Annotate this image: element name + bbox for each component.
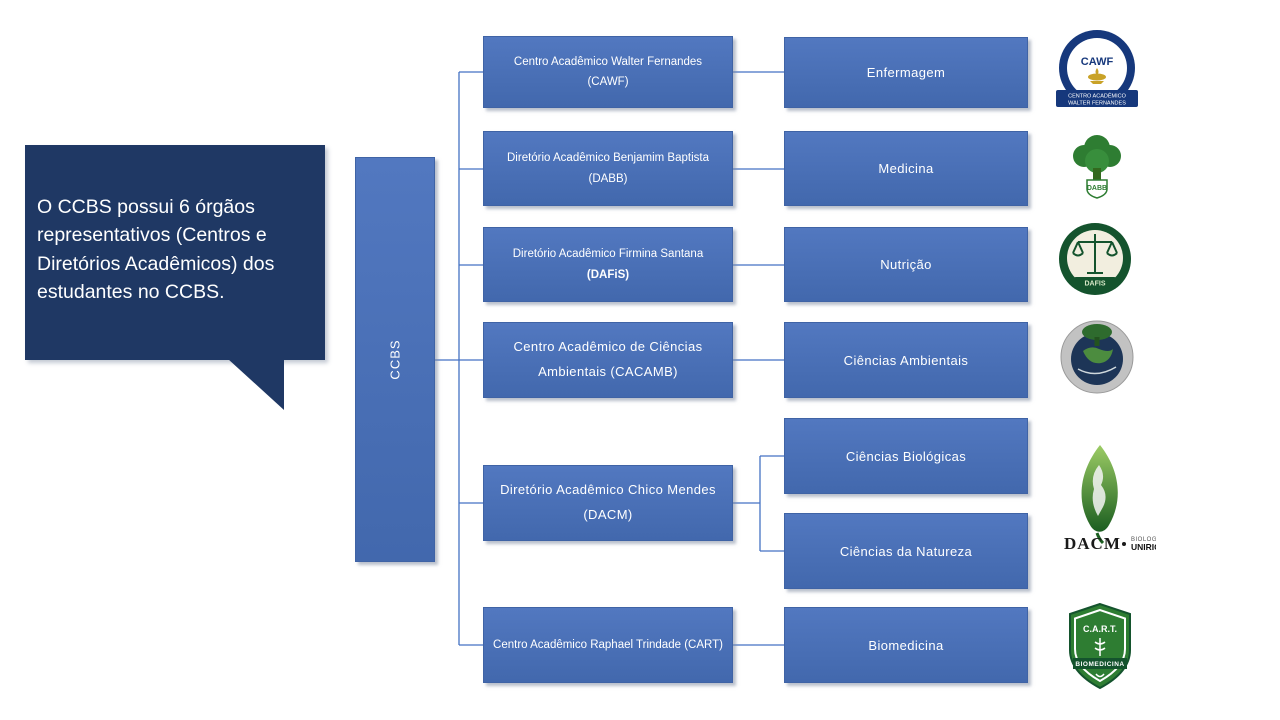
org-label-dacm: Diretório Acadêmico Chico Mendes (DACM)	[500, 482, 716, 522]
cart-logo-icon: C.A.R.T. BIOMEDICINA	[1069, 602, 1131, 690]
dacm-tag-top: BIOLOGIA	[1131, 537, 1156, 543]
course-box-ciencias-biologicas: Ciências Biológicas	[784, 418, 1028, 494]
org-box-dabb: Diretório Acadêmico Benjamim Baptista (D…	[483, 131, 733, 206]
dacm-logo-icon: DACM BIOLOGIA UNIRIO	[1064, 445, 1156, 553]
course-box-nutricao: Nutrição	[784, 227, 1028, 302]
org-box-cart: Centro Acadêmico Raphael Trindade (CART)	[483, 607, 733, 683]
org-box-cawf: Centro Acadêmico Walter Fernandes (CAWF)	[483, 36, 733, 108]
course-label-medicina: Medicina	[878, 161, 934, 176]
cart-banner: BIOMEDICINA	[1075, 661, 1124, 668]
org-label-dabb: Diretório Acadêmico Benjamim Baptista (D…	[507, 152, 709, 185]
cart-acronym: C.A.R.T.	[1083, 624, 1117, 634]
course-label-nutricao: Nutrição	[880, 257, 932, 272]
cawf-logo-icon: CAWF CENTRO ACADÊMICO WALTER FERNANDES	[1056, 30, 1138, 107]
course-label-ciencias-biologicas: Ciências Biológicas	[845, 448, 967, 464]
dafis-acronym: DAFIS	[1085, 281, 1106, 288]
dabb-acronym: DABB	[1087, 185, 1107, 192]
org-box-dafis: Diretório Acadêmico Firmina Santana (DAF…	[483, 227, 733, 302]
callout-bubble: O CCBS possui 6 órgãos representativos (…	[25, 145, 325, 360]
course-box-ciencias-ambientais: Ciências Ambientais	[784, 322, 1028, 398]
course-box-biomedicina: Biomedicina	[784, 607, 1028, 683]
course-label-enfermagem: Enfermagem	[866, 65, 946, 80]
root-node-ccbs: CCBS	[355, 157, 435, 562]
dabb-logo-icon: DABB	[1073, 135, 1121, 199]
course-box-ciencias-da-natureza: Ciências da Natureza	[784, 513, 1028, 589]
cawf-acronym: CAWF	[1081, 56, 1114, 68]
dacm-tag-bottom: UNIRIO	[1131, 542, 1156, 552]
callout-text: O CCBS possui 6 órgãos representativos (…	[37, 196, 275, 304]
course-label-ciencias-da-natureza: Ciências da Natureza	[839, 543, 973, 559]
org-box-dacm: Diretório Acadêmico Chico Mendes (DACM)	[483, 465, 733, 541]
course-box-enfermagem: Enfermagem	[784, 37, 1028, 108]
dafis-logo-icon: DAFIS	[1059, 223, 1131, 295]
cawf-band-line2: WALTER FERNANDES	[1068, 101, 1126, 107]
org-label-cacamb: Centro Acadêmico de Ciências Ambientais …	[513, 339, 703, 379]
course-label-biomedicina: Biomedicina	[868, 637, 944, 653]
course-box-medicina: Medicina	[784, 131, 1028, 206]
org-label-cawf: Centro Acadêmico Walter Fernandes (CAWF)	[513, 55, 703, 88]
dacm-acronym: DACM	[1064, 534, 1121, 553]
cawf-band-line1: CENTRO ACADÊMICO	[1068, 92, 1126, 100]
org-label-cart: Centro Acadêmico Raphael Trindade (CART)	[493, 638, 723, 651]
org-label-dafis: Diretório Acadêmico Firmina Santana (DAF…	[512, 248, 704, 281]
cacamb-logo-icon	[1060, 320, 1134, 394]
org-box-cacamb: Centro Acadêmico de Ciências Ambientais …	[483, 322, 733, 398]
root-label: CCBS	[387, 339, 403, 380]
course-label-ciencias-ambientais: Ciências Ambientais	[843, 352, 969, 368]
